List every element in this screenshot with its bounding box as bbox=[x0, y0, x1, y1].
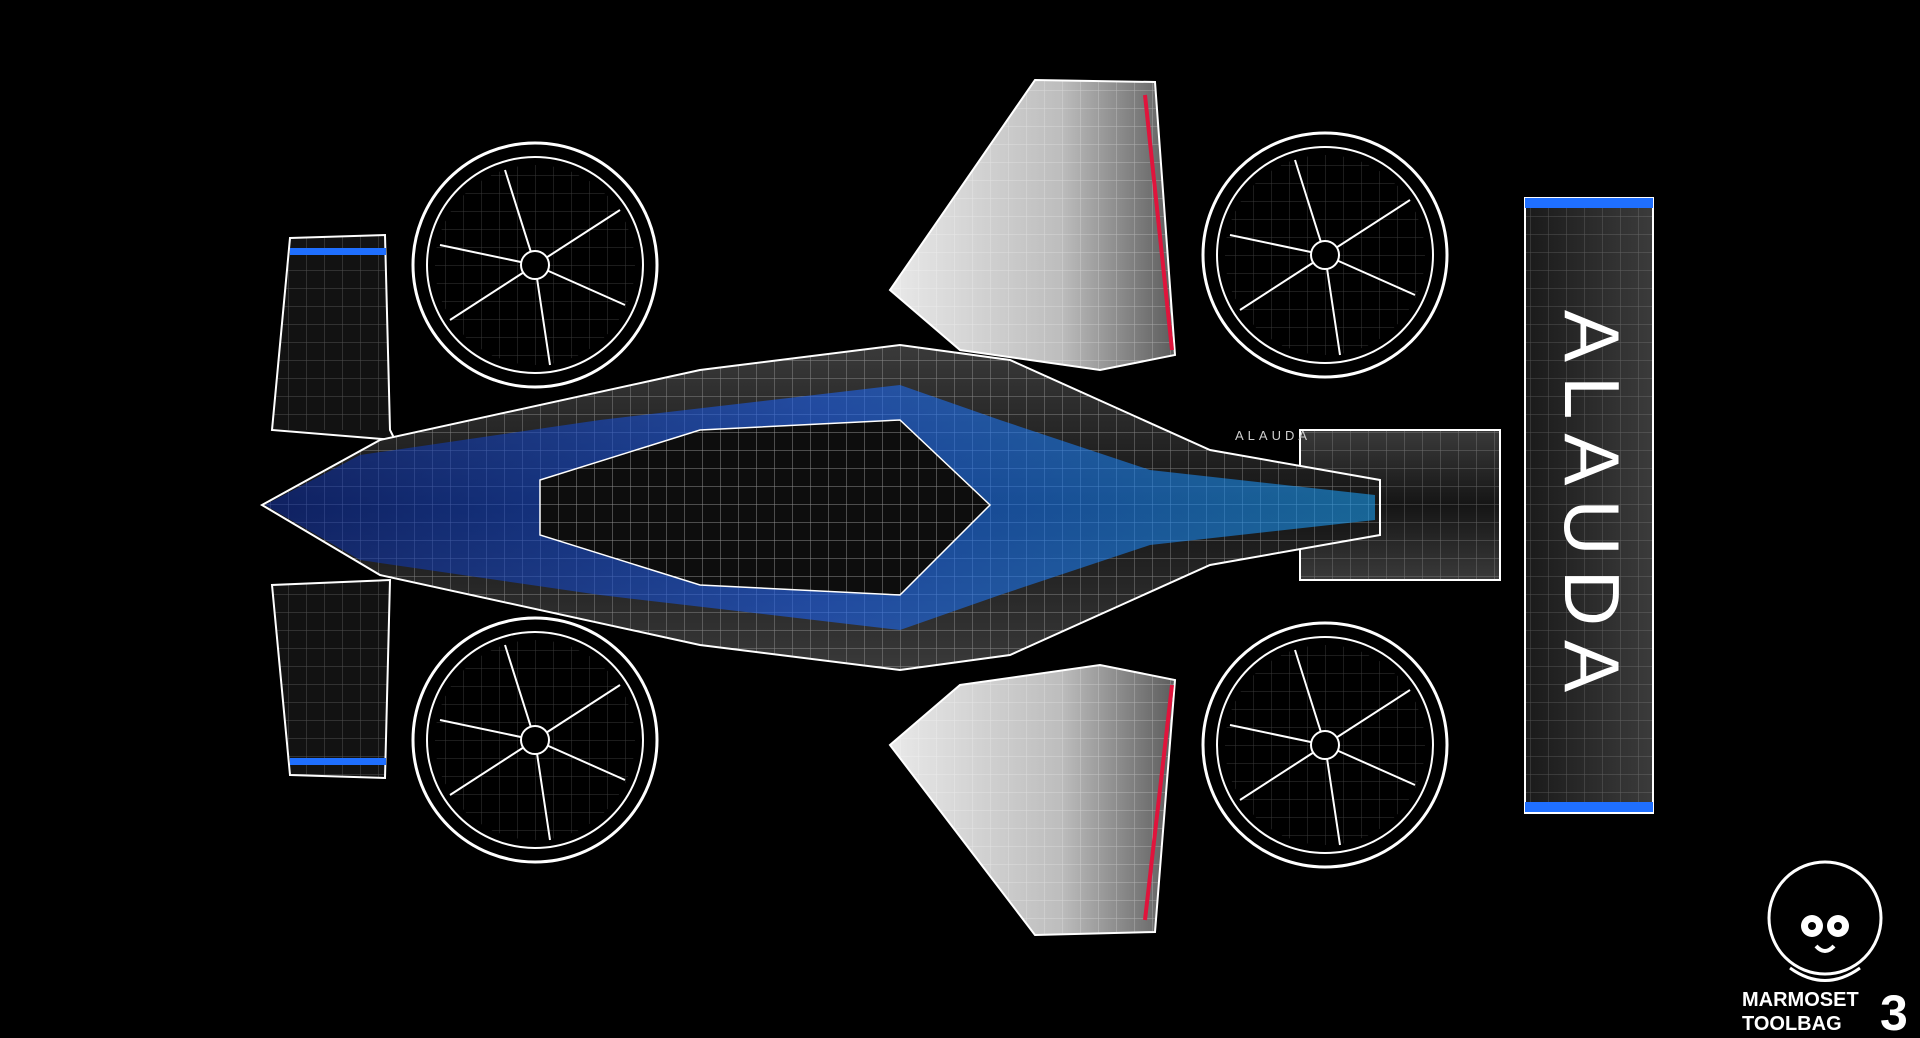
rotor-front-lower bbox=[411, 616, 659, 864]
monkey-face-icon bbox=[1767, 860, 1883, 982]
tail-wing: ALAUDA bbox=[1524, 197, 1654, 814]
watermark-version: 3 bbox=[1880, 985, 1908, 1038]
tail-boom bbox=[1299, 429, 1501, 581]
front-canard-lower bbox=[270, 578, 392, 780]
fuselage-text: ALAUDA bbox=[1235, 428, 1311, 443]
rotor-rear-upper bbox=[1201, 131, 1449, 379]
main-wing-lower bbox=[888, 663, 1177, 937]
front-canard-upper bbox=[270, 233, 397, 442]
rotor-rear-lower bbox=[1201, 621, 1449, 869]
watermark-line2: TOOLBAG bbox=[1742, 1013, 1842, 1035]
rotor-front-upper bbox=[411, 141, 659, 389]
tail-logo-text: ALAUDA bbox=[1548, 310, 1636, 706]
main-wing-upper bbox=[888, 78, 1177, 372]
marmoset-toolbag-logo: MARMOSET TOOLBAG 3 bbox=[1742, 860, 1908, 1038]
watermark-line1: MARMOSET bbox=[1742, 989, 1859, 1011]
fuselage: ALAUDA bbox=[259, 343, 1381, 672]
